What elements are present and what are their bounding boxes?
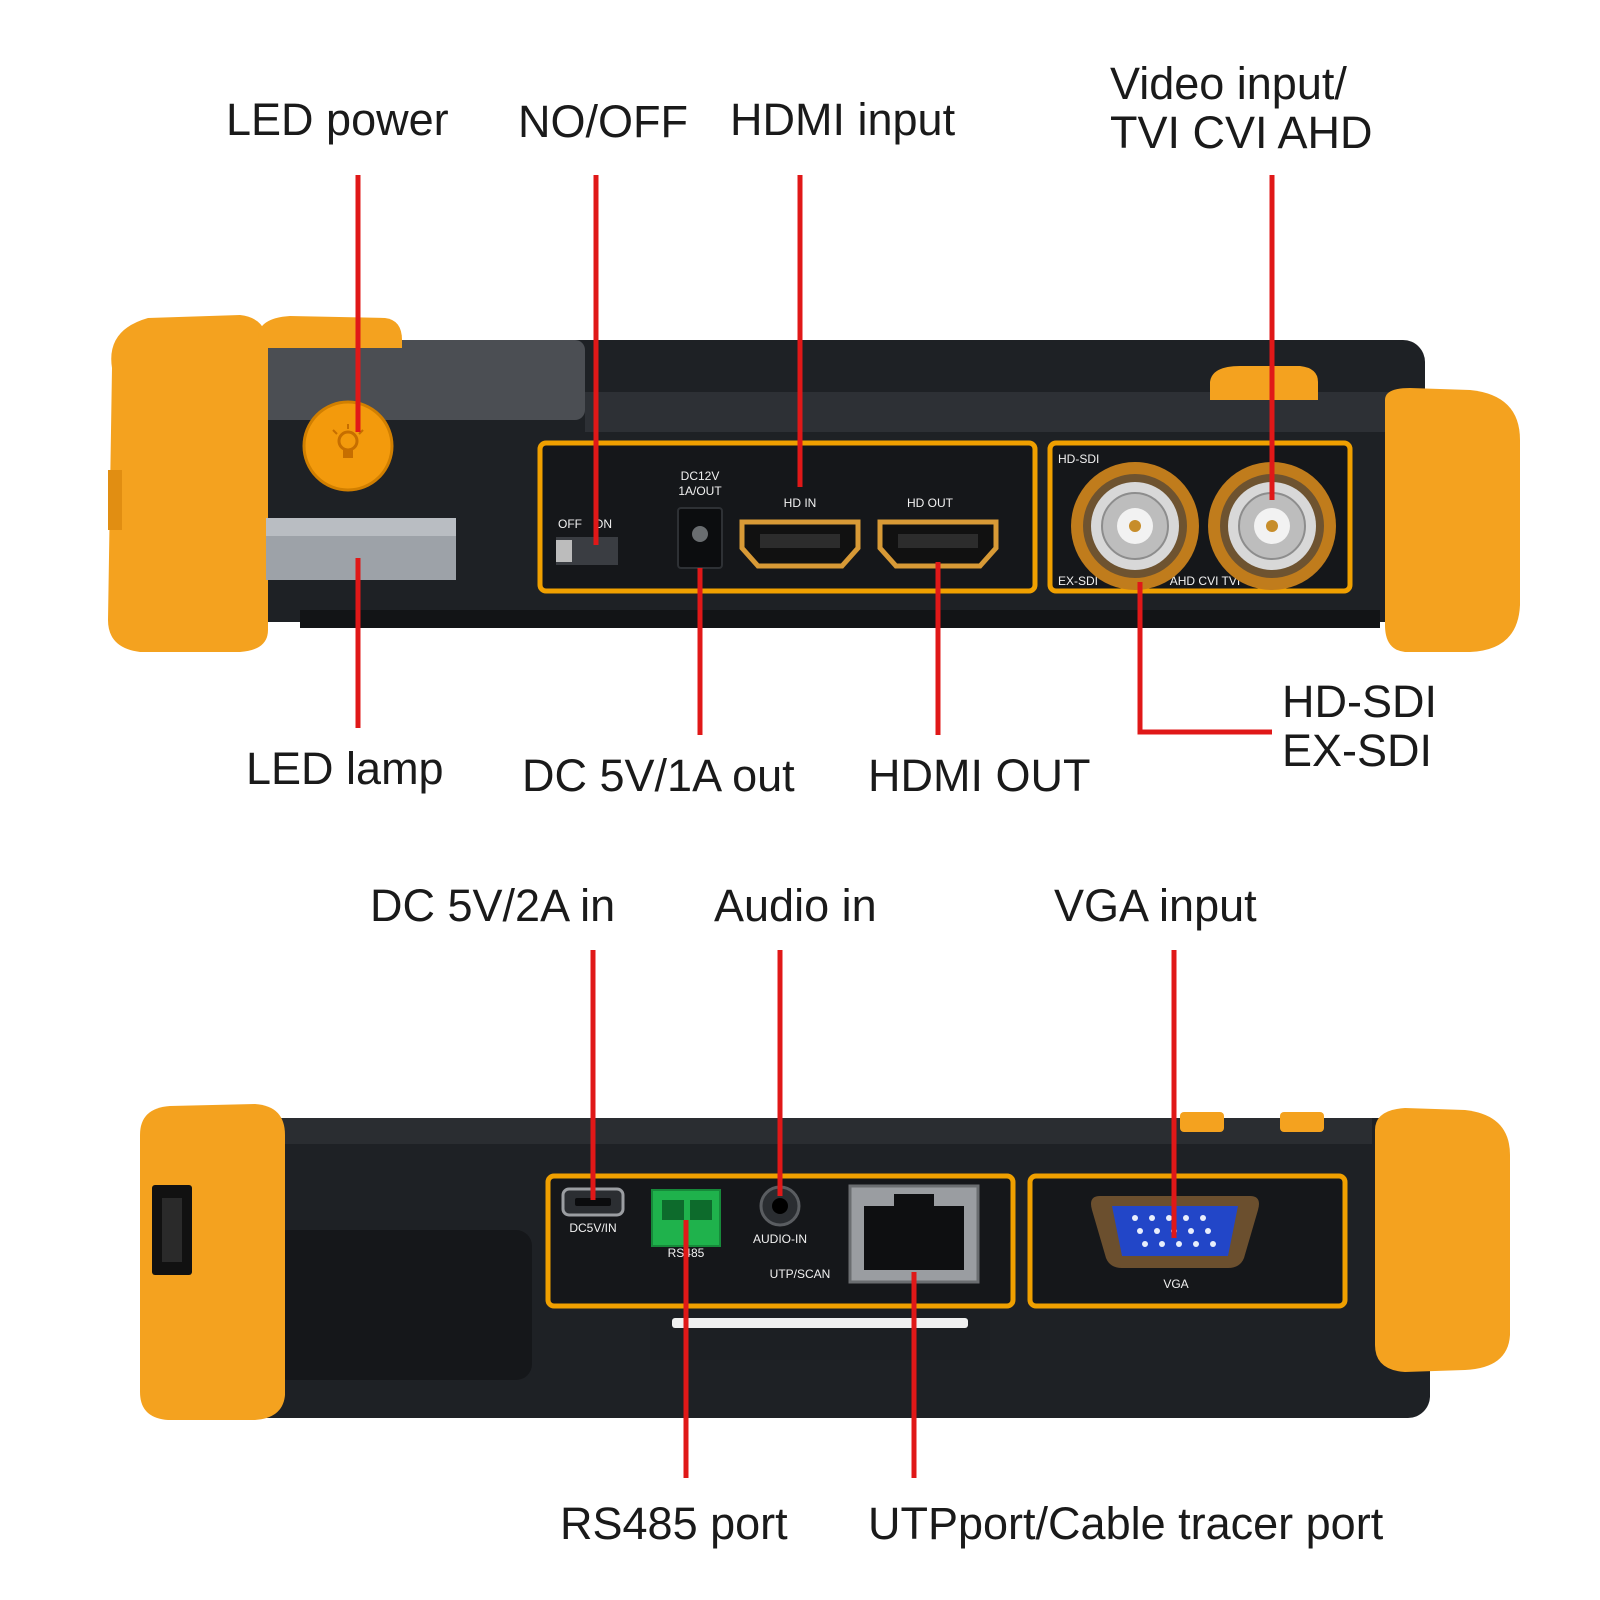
ex-sdi-label: EX-SDI (1058, 574, 1098, 588)
left-bumper-bottom (140, 1104, 285, 1420)
label-utp-port: UTPport/Cable tracer port (868, 1498, 1384, 1549)
bnc-connector-icon[interactable] (1071, 462, 1199, 590)
switch-off-label: OFF (558, 517, 582, 531)
bottom-body-lower (272, 1230, 532, 1380)
label-video-input: Video input/ TVI CVI AHD (1110, 58, 1373, 158)
hdmi-port-icon[interactable] (739, 519, 861, 569)
hd-in-label: HD IN (784, 496, 817, 510)
audio-in-silk-label: AUDIO-IN (753, 1232, 807, 1246)
dc5v-in-label: DC5V/IN (569, 1221, 616, 1235)
label-rs485-port: RS485 port (560, 1498, 788, 1549)
utp-scan-label: UTP/SCAN (770, 1267, 831, 1281)
audio-jack-icon[interactable] (759, 1185, 801, 1227)
rj45-port-icon[interactable] (848, 1184, 980, 1284)
hd-sdi-label: HD-SDI (1058, 452, 1099, 466)
top-body-upper (255, 340, 585, 420)
callout-lines (355, 175, 1275, 1478)
dc-label-line1: DC12V (681, 469, 720, 483)
dc-label-line2: 1A/OUT (678, 484, 722, 498)
bottom-device: DC5V/IN RS485 AUDIO-IN UTP/SCAN (140, 1104, 1510, 1420)
line-sdi (1137, 582, 1272, 735)
label-audio-in: Audio in (714, 880, 877, 931)
label-no-off: NO/OFF (518, 96, 688, 147)
label-hdmi-out: HDMI OUT (868, 750, 1091, 801)
label-dc-out: DC 5V/1A out (522, 750, 795, 801)
label-hdmi-input: HDMI input (730, 94, 956, 145)
left-bumper-top (108, 315, 402, 652)
label-led-lamp: LED lamp (246, 743, 444, 794)
label-led-power: LED power (226, 94, 449, 145)
label-dc-in: DC 5V/2A in (370, 880, 616, 931)
label-hd-sdi-ex-sdi: HD-SDI EX-SDI (1282, 676, 1437, 776)
top-rear-strip (300, 610, 1380, 628)
stand-bracket (650, 1300, 990, 1360)
label-vga-input: VGA input (1054, 880, 1257, 931)
hd-out-label: HD OUT (907, 496, 954, 510)
top-device: OFF ON DC12V 1A/OUT HD IN HD OUT HD-SDI … (108, 315, 1520, 652)
vga-silk-label: VGA (1163, 1277, 1188, 1291)
right-bumper-top (1210, 366, 1520, 652)
dc-jack-icon[interactable] (677, 507, 723, 569)
hdmi-out-port-icon[interactable] (877, 519, 999, 569)
bulb-icon (332, 424, 364, 458)
ahd-cvi-tvi-label: AHD CVI TVI (1170, 574, 1240, 588)
right-bumper-bottom (1180, 1108, 1510, 1372)
bnc-connector-2-icon[interactable] (1208, 462, 1336, 590)
top-port-panel (537, 440, 1038, 594)
led-power-button[interactable] (302, 400, 394, 492)
